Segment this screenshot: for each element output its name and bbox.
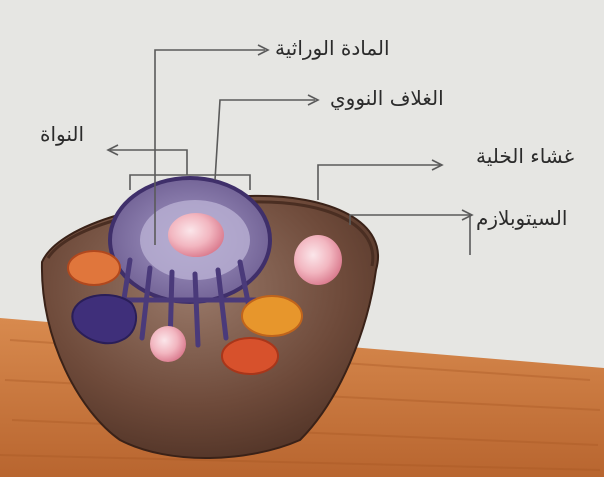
organelle-orange-left [68,251,120,285]
organelle-pink-right [294,235,342,285]
label-cytoplasm: السيتوبلازم [476,208,567,228]
organelle-pink-bottom [150,326,186,362]
nucleolus [168,213,224,257]
organelle-red-bottom [222,338,278,374]
label-nuclear-envelope: الغلاف النووي [330,88,444,108]
label-nucleus: النواة [40,124,84,144]
organelle-orange-right [242,296,302,336]
label-cell-membrane: غشاء الخلية [476,146,574,166]
label-genetic-material: المادة الوراثية [275,38,390,58]
